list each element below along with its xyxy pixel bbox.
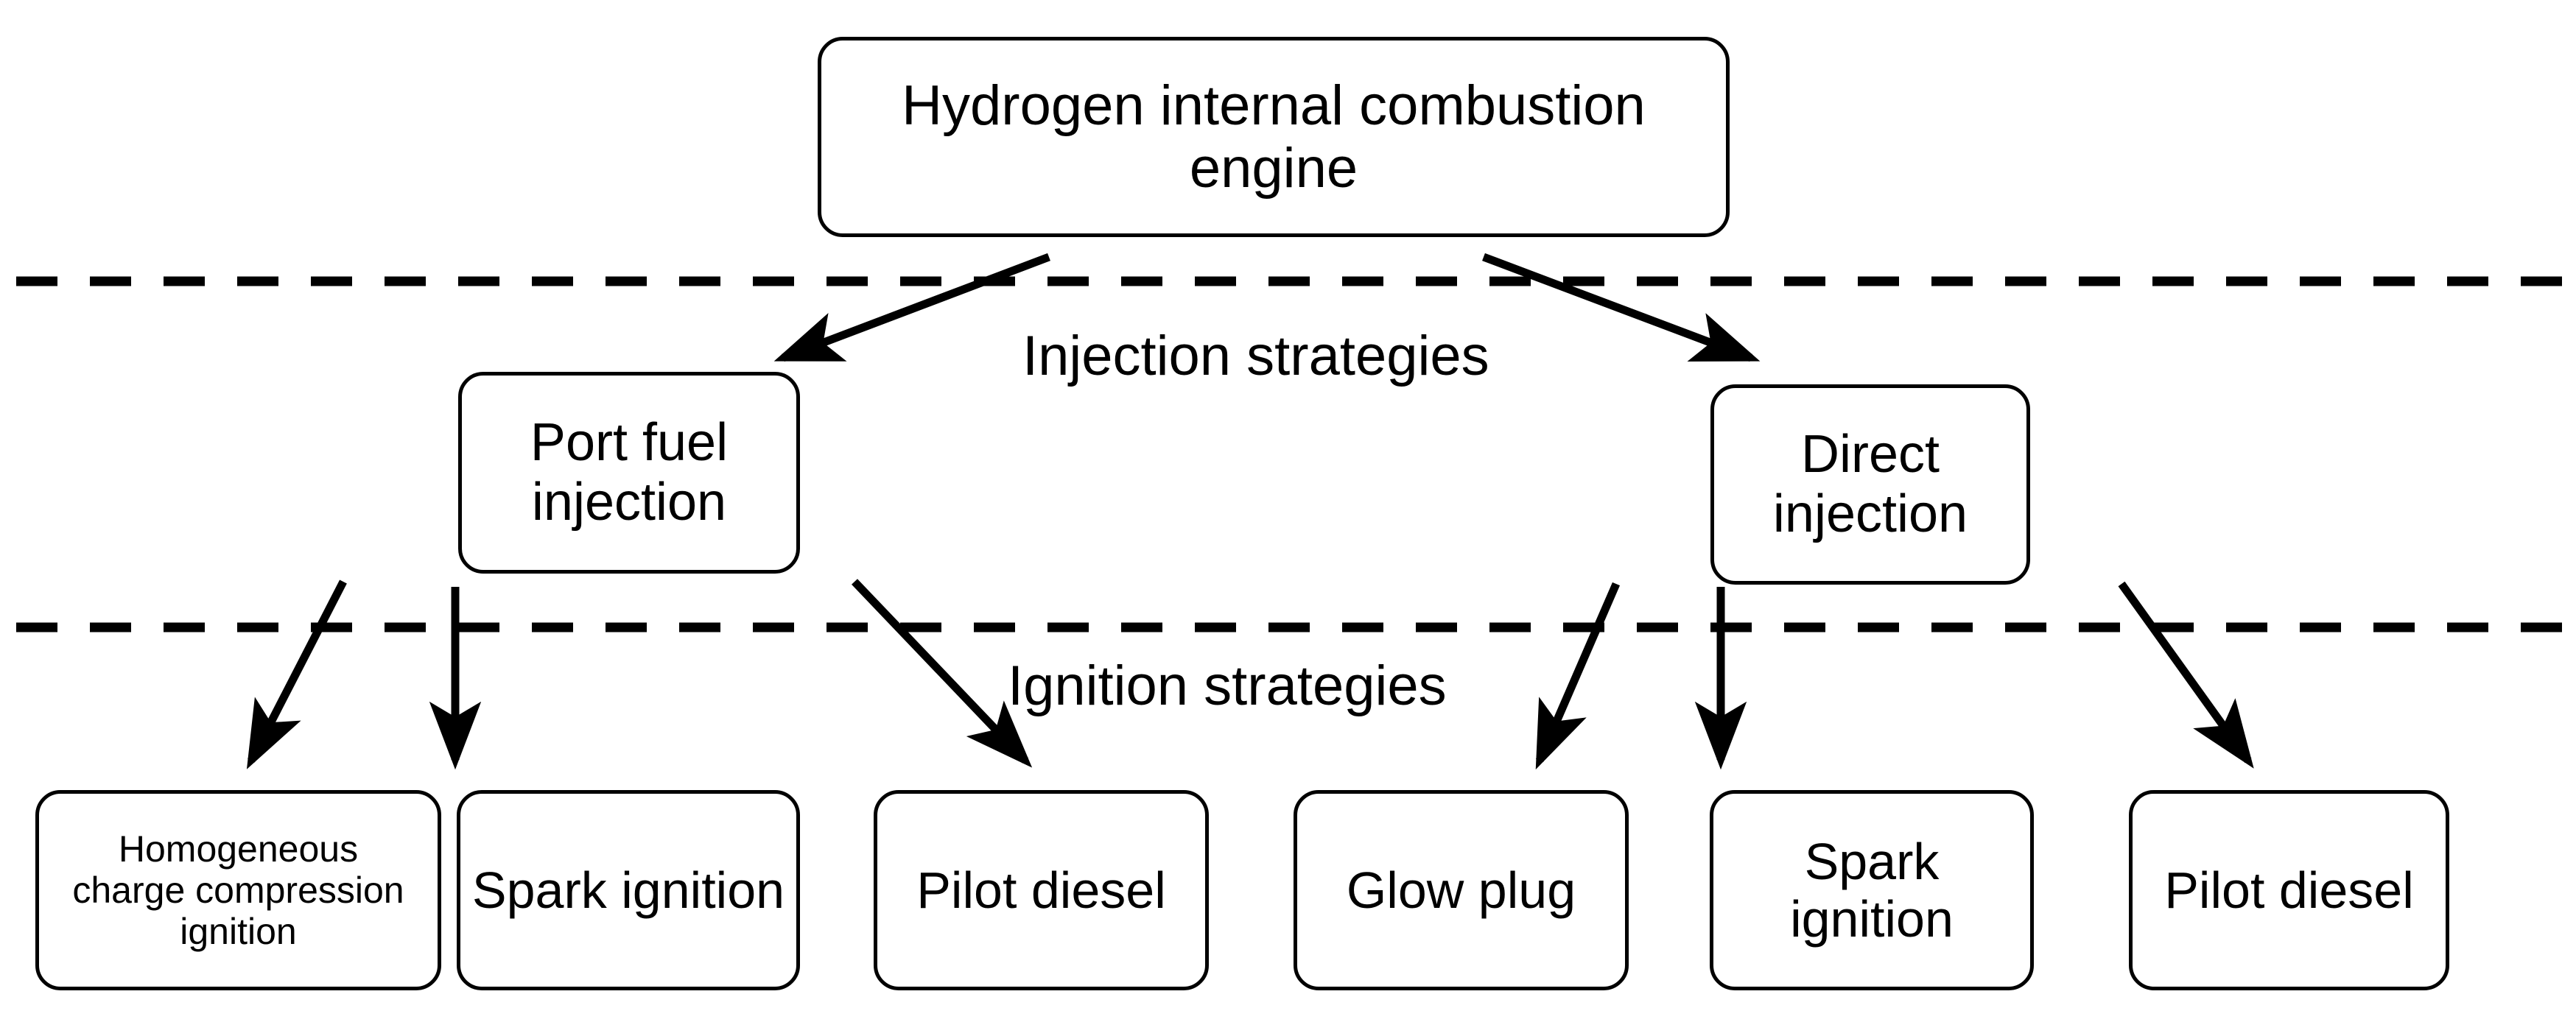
edge-di-to-pilot-diesel [2118,581,2254,769]
band-label-injection-strategies: Injection strategies [1022,325,1489,387]
node-di-glow-plug[interactable]: Glow plug [1294,790,1629,990]
node-pfi-pilot-diesel[interactable]: Pilot diesel [874,790,1209,990]
node-hydrogen-internal-combustion-engine[interactable]: Hydrogen internal combustion engine [818,37,1730,237]
node-label: Port fuel injection [530,413,729,532]
node-homogeneous-charge-compression-ignition[interactable]: Homogeneous charge compression ignition [35,790,441,990]
node-direct-injection[interactable]: Direct injection [1710,384,2030,585]
node-label: Spark ignition [471,861,785,919]
node-di-pilot-diesel[interactable]: Pilot diesel [2129,790,2449,990]
node-label: Pilot diesel [2164,861,2414,919]
node-port-fuel-injection[interactable]: Port fuel injection [458,372,800,574]
node-label: Homogeneous charge compression ignition [72,828,404,952]
node-label: Glow plug [1346,861,1576,919]
node-label: Pilot diesel [916,861,1166,919]
band-label-ignition-strategies: Ignition strategies [1008,655,1447,717]
node-label: Spark ignition [1790,832,1954,948]
node-label: Hydrogen internal combustion engine [902,74,1646,200]
node-pfi-spark-ignition[interactable]: Spark ignition [457,790,800,990]
edge-di-to-glow-plug [1535,582,1621,770]
edge-pfi-to-hcci [246,579,347,769]
node-di-spark-ignition[interactable]: Spark ignition [1710,790,2034,990]
node-label: Direct injection [1772,425,1968,543]
edge-root-to-port-fuel-injection [773,253,1050,362]
edge-pfi-to-pilot-diesel [852,579,1033,768]
edge-root-to-direct-injection [1482,253,1761,362]
